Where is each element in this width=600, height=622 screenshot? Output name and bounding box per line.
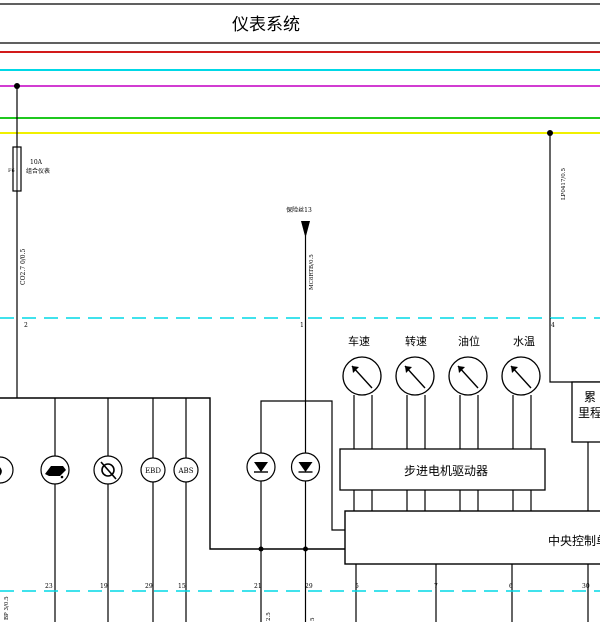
brake-slash-icon: [100, 461, 117, 480]
indicator-lamp-partial: [0, 456, 14, 484]
gauge-temp: 水温: [501, 335, 541, 396]
gauge-label: 车速: [348, 334, 370, 348]
oil-drop-icon: [60, 475, 64, 479]
pin-upper-right: 4: [551, 322, 555, 329]
pin-label: 23: [45, 583, 53, 590]
pin-upper-left: 2: [24, 322, 28, 329]
wire-label-bottom-mid2: 5: [310, 617, 316, 621]
wire-label-left: CO2.7 0/0.5: [20, 248, 27, 285]
oil-can-icon: [45, 466, 66, 476]
gauge-label: 油位: [458, 334, 480, 348]
fuse-rating: 10A: [30, 159, 43, 166]
gauge-label: 转速: [405, 334, 427, 348]
wire-label-bottom-left: BP 3/0.5: [4, 596, 10, 620]
pin-label: 21: [254, 583, 262, 590]
diode-icon: [298, 462, 313, 472]
ebd-label: EBD: [145, 467, 161, 475]
gauge-arrow-icon: [405, 366, 412, 373]
brake-icon: [101, 463, 115, 477]
pin-label: 29: [305, 583, 313, 590]
central-control-unit-label: 中央控制单: [548, 533, 600, 548]
wire: [549, 318, 600, 383]
pin-label: 30: [582, 583, 590, 590]
central-control-unit-box: [344, 510, 600, 565]
odometer-box: [571, 381, 600, 443]
ebd-lamp: [140, 457, 166, 483]
gauge-rpm: 转速: [395, 334, 435, 396]
fuse-tag: 保险丝13: [286, 206, 312, 214]
pin-label: 19: [100, 583, 108, 590]
odometer-label-2: 里程: [578, 405, 600, 420]
pin-label: 29: [145, 583, 153, 590]
odometer-label-1: 累: [584, 390, 596, 404]
junction-dot: [303, 546, 308, 552]
fuse-id: F6: [8, 168, 15, 174]
pin-label: 5: [355, 583, 359, 590]
junction-dot: [258, 546, 264, 552]
lamp-glyph: [0, 467, 2, 476]
indicator-supply-rail: [0, 397, 345, 550]
feed-arrow: [301, 221, 310, 238]
pin-upper-middle: 1: [300, 322, 304, 329]
pin-label: 6: [509, 583, 513, 590]
stepper-driver-box: [339, 448, 546, 491]
wire-label-middle: MC8RTB/0.5: [309, 254, 315, 290]
wire-label-right: LP0417/0.5: [561, 168, 567, 200]
abs-lamp: [173, 457, 199, 483]
abs-label: ABS: [178, 467, 194, 475]
fuse-name: 组合仪表: [26, 167, 50, 175]
diode-loop-wire: [260, 400, 345, 549]
gauge-label: 水温: [513, 335, 535, 348]
pin-label: 15: [178, 583, 186, 590]
gauge-arrow-icon: [511, 366, 518, 373]
gauge-fuel: 油位: [448, 334, 488, 396]
gauge-arrow-icon: [352, 366, 359, 373]
stepper-driver-label: 步进电机驱动器: [404, 464, 488, 478]
gauge-speed: 车速: [342, 334, 382, 396]
wire-label-bottom-mid1: 2.5: [266, 612, 272, 621]
pin-label: 7: [434, 583, 438, 590]
gauge-arrow-icon: [458, 366, 465, 373]
page-title: 仪表系统: [232, 15, 300, 35]
diode-icon: [254, 462, 268, 472]
